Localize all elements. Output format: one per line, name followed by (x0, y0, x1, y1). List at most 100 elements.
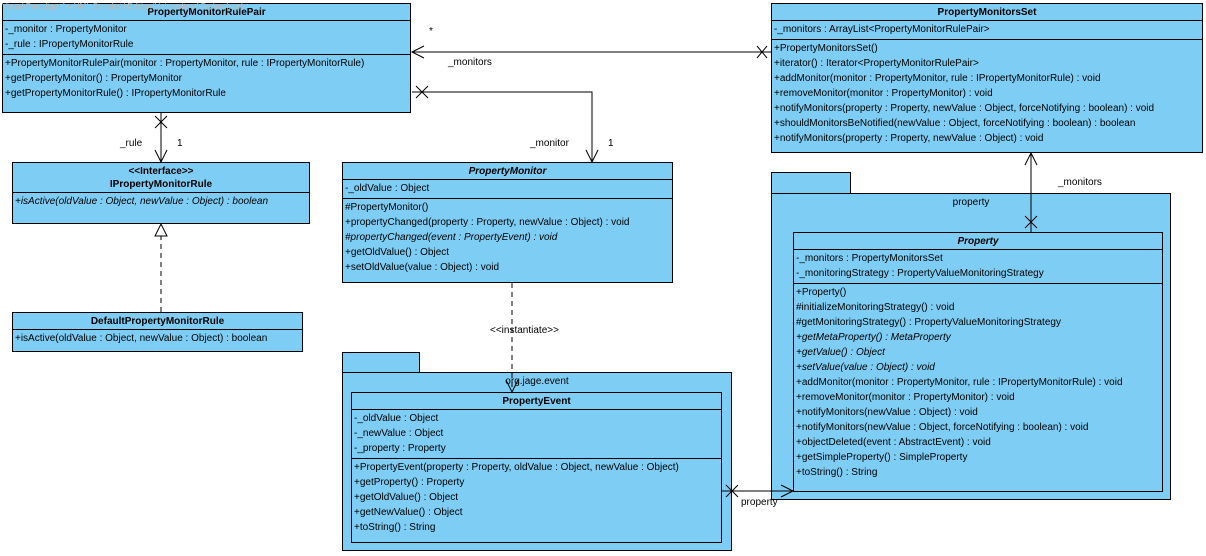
operation-row: +notifyMonitors(property : Property, new… (774, 133, 1044, 144)
operation-row: #getMonitoringStrategy() : PropertyValue… (796, 317, 1061, 328)
operation-row: +PropertyEvent(property : Property, oldV… (354, 462, 679, 473)
class-name: PropertyMonitorsSet (772, 4, 1202, 21)
operation-row: +getOldValue() : Object (345, 247, 450, 258)
role-label-property: property (741, 497, 778, 508)
class-property-event[interactable]: PropertyEvent -_oldValue : Object -_newV… (351, 392, 722, 543)
operation-row: #propertyChanged(event : PropertyEvent) … (345, 232, 558, 243)
operation-row: +notifyMonitors(property : Property, new… (774, 103, 1155, 114)
operations-section: +isActive(oldValue : Object, newValue : … (13, 193, 309, 211)
arrowhead-rule (154, 149, 168, 164)
operation-row: +PropertyMonitorRulePair(monitor : Prope… (5, 58, 365, 69)
attribute-row: -_property : Property (354, 443, 446, 454)
x-mark-monitor (415, 85, 429, 99)
attributes-section: -_oldValue : Object (343, 180, 672, 199)
operation-row: +removeMonitor(monitor : PropertyMonitor… (774, 88, 993, 99)
operations-section: +PropertyMonitorsSet() +iterator() : Ite… (772, 40, 1202, 148)
operation-row: +isActive(oldValue : Object, newValue : … (15, 333, 268, 344)
operation-row: +addMonitor(monitor : PropertyMonitor, r… (796, 377, 1123, 388)
operation-row: +setOldValue(value : Object) : void (345, 262, 500, 273)
stereotype-interface: <<Interface>> (128, 166, 194, 177)
class-property-monitors-set[interactable]: PropertyMonitorsSet -_monitors : ArrayLi… (771, 3, 1203, 153)
interface-iproperty-monitor-rule[interactable]: <<Interface>> IPropertyMonitorRule +isAc… (12, 162, 310, 224)
operation-row: +objectDeleted(event : AbstractEvent) : … (796, 437, 991, 448)
attribute-row: -_monitor : PropertyMonitor (5, 24, 127, 35)
role-label-monitor: _monitor (530, 138, 569, 149)
operation-row: +getPropertyMonitor() : PropertyMonitor (5, 73, 183, 84)
operations-section: +Property() #initializeMonitoringStrateg… (794, 284, 1162, 482)
arrowhead-property (780, 484, 795, 498)
operation-row: +iterator() : Iterator<PropertyMonitorRu… (774, 58, 979, 69)
realization-triangle (154, 222, 168, 237)
operation-row: +toString() : String (796, 467, 878, 478)
x-mark-property (1024, 215, 1038, 229)
class-name: PropertyMonitorRulePair (3, 4, 410, 21)
x-mark-event (725, 484, 739, 498)
stereotype-instantiate: <<instantiate>> (490, 325, 559, 336)
operation-row: #initializeMonitoringStrategy() : void (796, 302, 955, 313)
multiplicity-star: * (429, 26, 433, 37)
class-name: DefaultPropertyMonitorRule (13, 313, 302, 330)
attributes-section: -_monitors : ArrayList<PropertyMonitorRu… (772, 21, 1202, 40)
class-name: IPropertyMonitorRule (109, 179, 213, 190)
attribute-row: -_monitors : PropertyMonitorsSet (796, 253, 943, 264)
multiplicity-monitor: 1 (608, 138, 614, 149)
operation-row: +getMetaProperty() : MetaProperty (796, 332, 951, 343)
package-name-property: property (952, 197, 990, 208)
operation-row: +PropertyMonitorsSet() (774, 43, 878, 54)
operation-row: #PropertyMonitor() (345, 202, 429, 213)
arrowhead-monitor (585, 149, 599, 164)
role-label-rule: _rule (120, 138, 143, 149)
attribute-row: -_monitors : ArrayList<PropertyMonitorRu… (774, 24, 990, 35)
operation-row: +Property() (796, 287, 847, 298)
operations-section: +PropertyMonitorRulePair(monitor : Prope… (3, 55, 410, 103)
operations-section: +PropertyEvent(property : Property, oldV… (352, 459, 721, 537)
attribute-row: -_oldValue : Object (354, 413, 439, 424)
operation-row: +notifyMonitors(newValue : Object, force… (796, 422, 1089, 433)
class-property-monitor[interactable]: PropertyMonitor -_oldValue : Object #Pro… (342, 162, 673, 283)
operation-row: +shouldMonitorsBeNotified(newValue : Obj… (774, 118, 1136, 129)
x-mark-pms (756, 45, 768, 59)
operation-row: +addMonitor(monitor : PropertyMonitor, r… (774, 73, 1101, 84)
attribute-row: -_monitoringStrategy : PropertyValueMoni… (796, 268, 1044, 279)
class-property[interactable]: Property -_monitors : PropertyMonitorsSe… (793, 232, 1163, 492)
operation-row: +isActive(oldValue : Object, newValue : … (15, 196, 269, 207)
attribute-row: -_newValue : Object (354, 428, 444, 439)
operations-section: #PropertyMonitor() +propertyChanged(prop… (343, 199, 672, 277)
operation-row: +toString() : String (354, 522, 436, 533)
x-mark-rule (154, 115, 168, 129)
operations-section: +isActive(oldValue : Object, newValue : … (13, 330, 302, 348)
arrowhead-pmrp (410, 45, 425, 59)
class-default-property-monitor-rule[interactable]: DefaultPropertyMonitorRule +isActive(old… (12, 312, 303, 352)
operation-row: +setValue(value : Object) : void (796, 362, 935, 373)
attributes-section: -_monitors : PropertyMonitorsSet -_monit… (794, 250, 1162, 284)
class-header: <<Interface>> IPropertyMonitorRule (13, 163, 309, 193)
operation-row: +getProperty() : Property (354, 477, 465, 488)
package-tab-event (342, 352, 420, 374)
attribute-row: -_rule : IPropertyMonitorRule (5, 39, 134, 50)
operation-row: +getValue() : Object (796, 347, 885, 358)
attributes-section: -_monitor : PropertyMonitor -_rule : IPr… (3, 21, 410, 55)
role-label-monitors-top: _monitors (448, 57, 492, 68)
attributes-section: -_oldValue : Object -_newValue : Object … (352, 410, 721, 459)
operation-row: +propertyChanged(property : Property, ne… (345, 217, 630, 228)
operation-row: +getNewValue() : Object (354, 507, 463, 518)
class-name: PropertyEvent (352, 393, 721, 410)
role-label-monitors-right: _monitors (1058, 177, 1102, 188)
arrowhead-pms (1024, 151, 1038, 166)
multiplicity-rule: 1 (177, 138, 183, 149)
operation-row: +getOldValue() : Object (354, 492, 459, 503)
operation-row: +getPropertyMonitorRule() : IPropertyMon… (5, 88, 226, 99)
assoc-line-monitor (412, 91, 593, 162)
package-tab-property (771, 172, 851, 194)
watermark-text: Visual Paradigm for UML Standard Edition… (2, 2, 244, 11)
attribute-row: -_oldValue : Object (345, 183, 430, 194)
operation-row: +removeMonitor(monitor : PropertyMonitor… (796, 392, 1015, 403)
class-name: Property (794, 233, 1162, 250)
arrowhead-instantiate (505, 379, 519, 394)
package-name-event: org.jage.event (505, 376, 569, 387)
operation-row: +notifyMonitors(newValue : Object) : voi… (796, 407, 978, 418)
operation-row: +getSimpleProperty() : SimpleProperty (796, 452, 968, 463)
class-name: PropertyMonitor (343, 163, 672, 180)
class-property-monitor-rule-pair[interactable]: PropertyMonitorRulePair -_monitor : Prop… (2, 3, 411, 113)
